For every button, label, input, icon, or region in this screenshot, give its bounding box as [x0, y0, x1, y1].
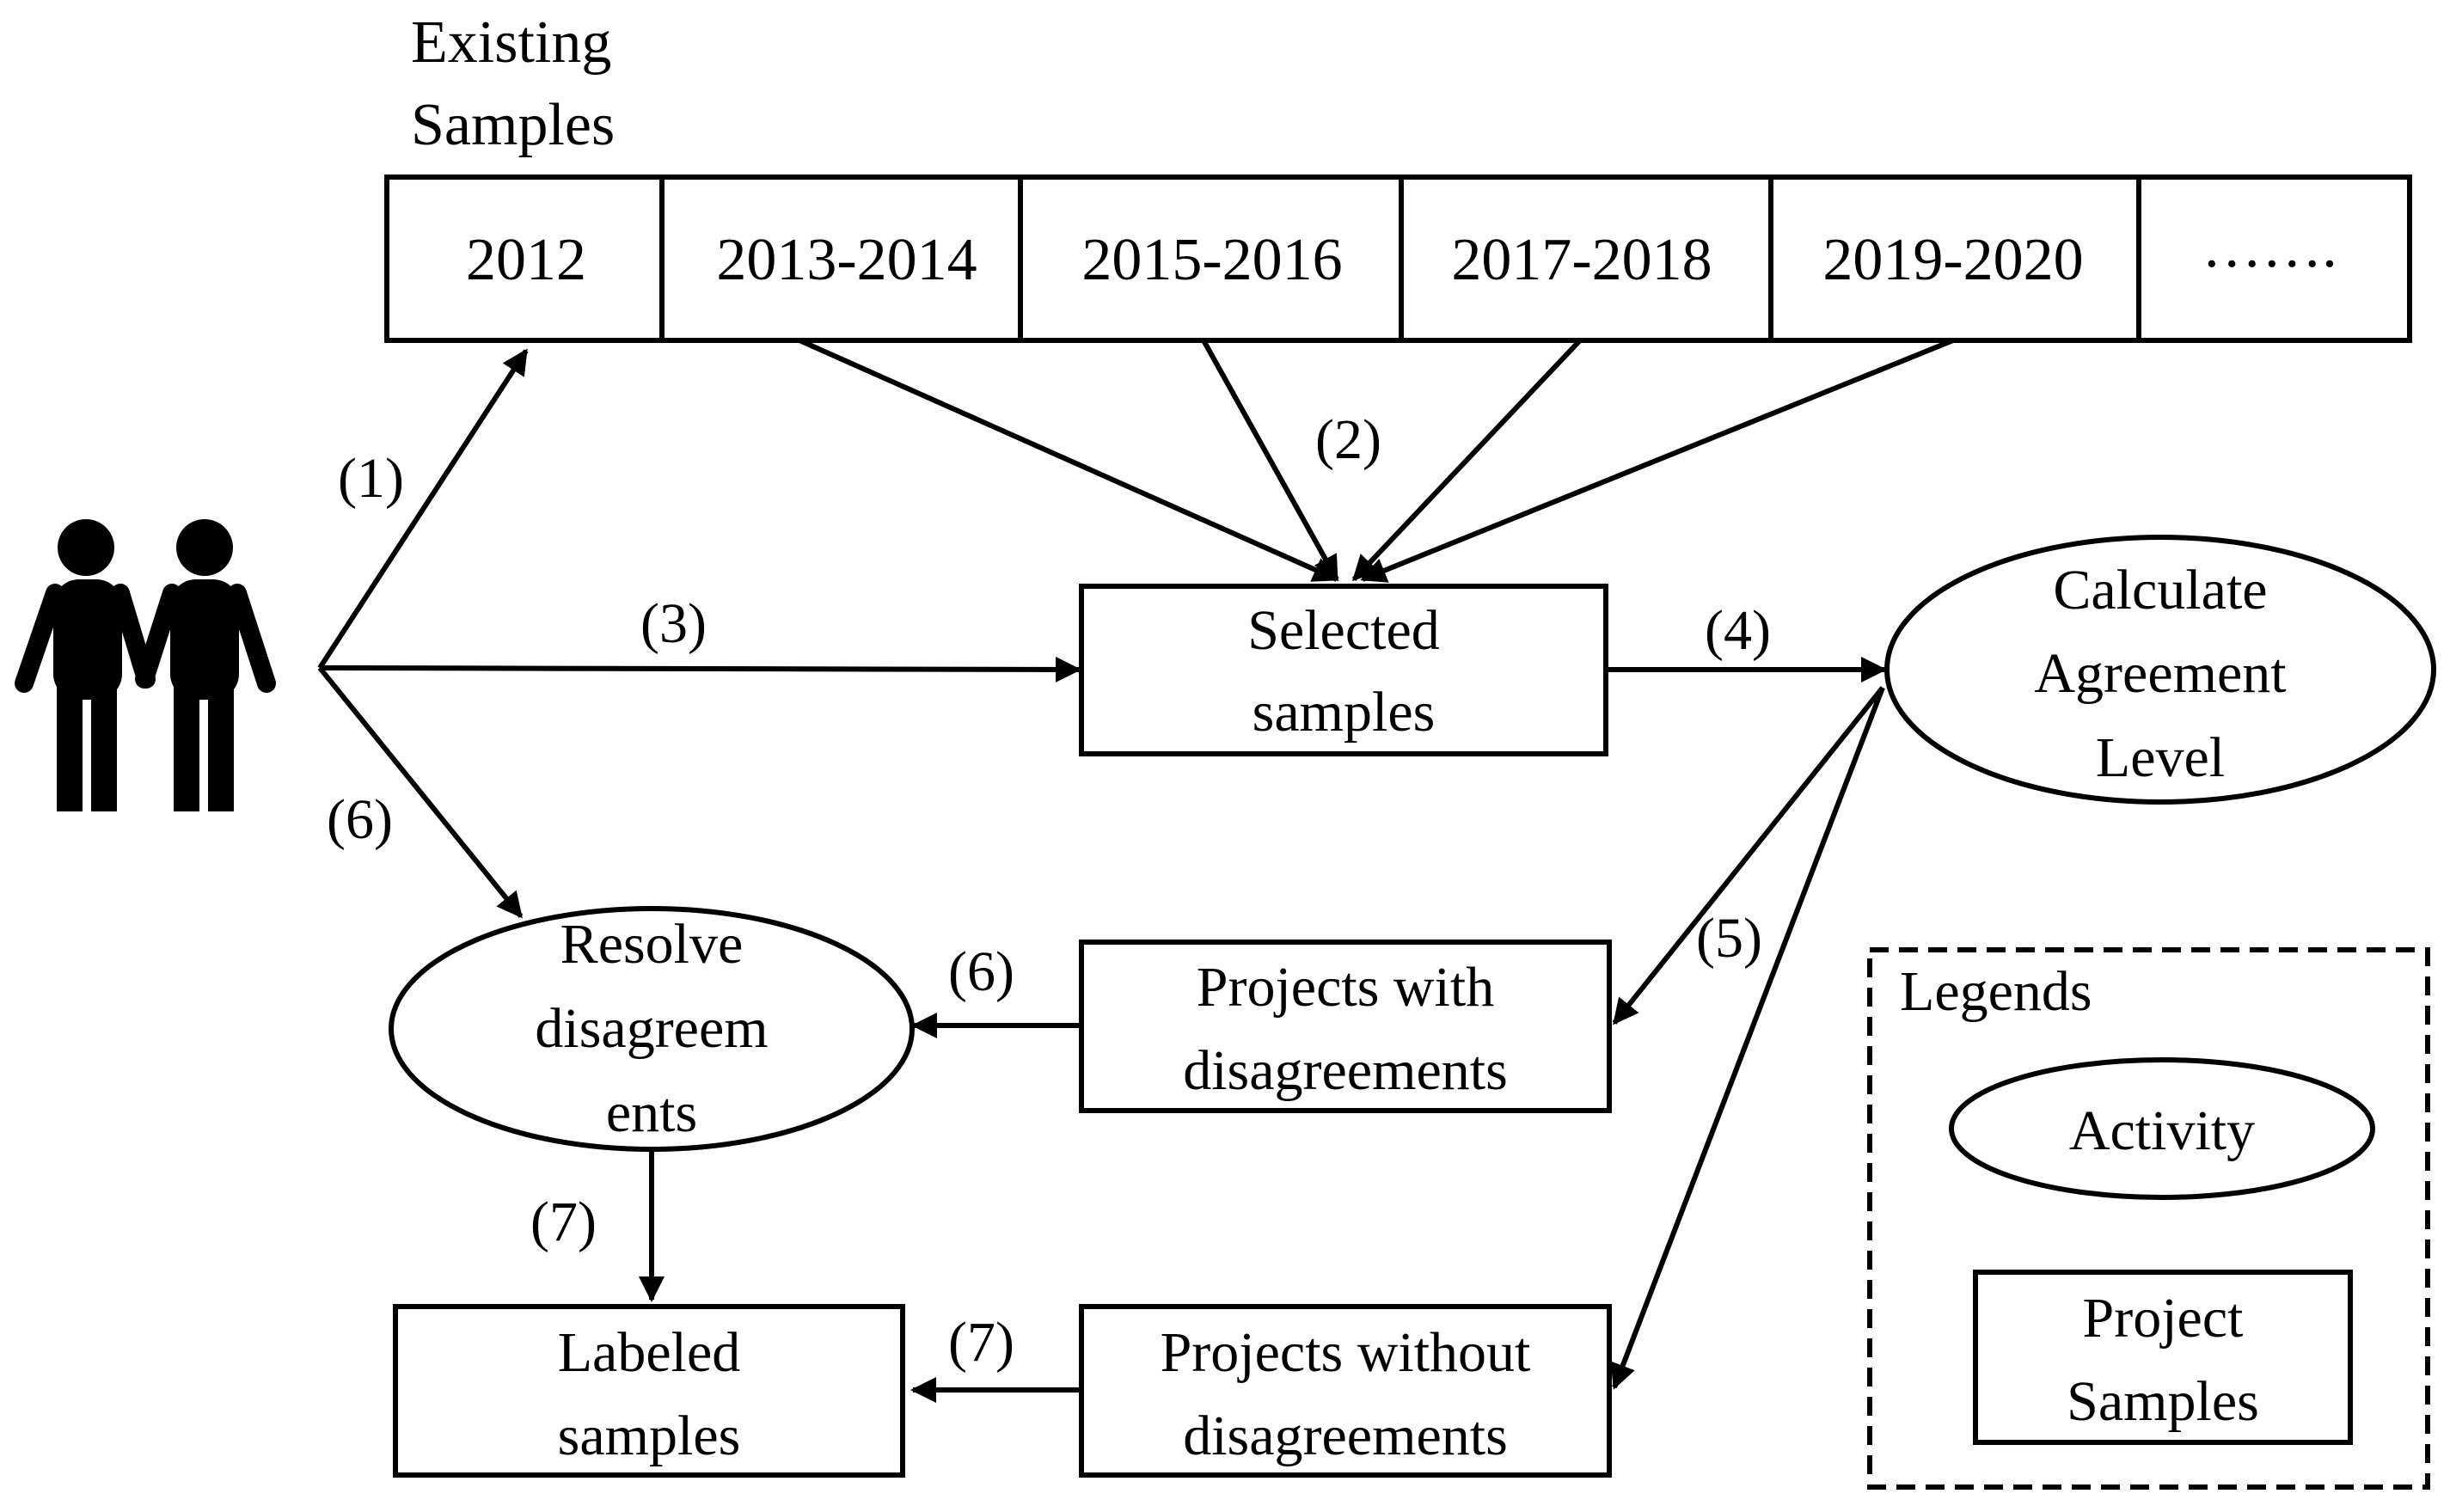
- year-cell-2019-2020: 2019-2020: [1822, 227, 2083, 293]
- arrow-step-6-actor: [317, 666, 524, 919]
- year-cell-2013-2014: 2013-2014: [716, 227, 977, 293]
- arrow-step-5-with: [1612, 686, 1885, 1025]
- years-bar-outline: [384, 174, 2412, 343]
- calculate-line2: Agreement: [2034, 642, 2286, 705]
- legend-samples-line2: Samples: [2067, 1370, 2259, 1433]
- projects-with-line1: Projects with: [1197, 956, 1494, 1019]
- resolve-line2: disagreem: [535, 997, 768, 1060]
- arrow-step-2: [1351, 338, 1583, 582]
- years-timeline: 2012 2013-2014 2015-2016 2017-2018 2019-…: [384, 174, 2412, 343]
- projects-without-line2: disagreements: [1183, 1405, 1508, 1467]
- calculate-line1: Calculate: [2053, 559, 2267, 621]
- projects-without-disagreements-node: Projects without disagreements: [1079, 1304, 1612, 1478]
- existing-samples-title-line2: Samples: [411, 92, 615, 158]
- step-label-6-actor: (6): [327, 788, 393, 851]
- selected-samples-line2: samples: [1253, 681, 1436, 744]
- arrow-step-1: [317, 348, 529, 670]
- step-label-4: (4): [1705, 599, 1771, 662]
- arrow-step-2: [798, 338, 1339, 582]
- year-cell-more: …….: [2202, 214, 2337, 280]
- step-label-7-down: (7): [530, 1191, 597, 1253]
- arrow-step-5-without: [1610, 686, 1885, 1390]
- flow-arrows: [317, 338, 1955, 1403]
- labeled-samples-line1: Labeled: [558, 1321, 741, 1384]
- legend-activity-label: Activity: [2069, 1099, 2255, 1162]
- labeled-samples-line2: samples: [558, 1405, 741, 1467]
- legend-title: Legends: [1900, 960, 2092, 1023]
- resolve-disagreements-node: Resolve disagreem ents: [389, 906, 915, 1152]
- calculate-agreement-node: Calculate Agreement Level: [1884, 535, 2436, 805]
- arrow-step-2: [1201, 339, 1339, 582]
- year-cell-2017-2018: 2017-2018: [1451, 227, 1712, 293]
- legend-samples-line1: Project: [2083, 1287, 2244, 1350]
- step-label-3: (3): [640, 592, 707, 655]
- legend-frame: [1867, 947, 2430, 1490]
- projects-with-disagreements-node: Projects with disagreements: [1079, 940, 1612, 1113]
- selected-samples-line1: Selected: [1247, 599, 1440, 662]
- arrow-step-2: [1360, 338, 1955, 583]
- step-label-5: (5): [1696, 907, 1762, 970]
- step-label-1: (1): [338, 447, 404, 510]
- projects-with-line2: disagreements: [1183, 1039, 1508, 1102]
- resolve-line3: ents: [606, 1081, 697, 1144]
- legend-samples-shape: [1973, 1270, 2353, 1445]
- year-cell-2012: 2012: [466, 227, 586, 293]
- labeled-samples-node: Labeled samples: [393, 1304, 905, 1478]
- resolve-line1: Resolve: [560, 913, 744, 976]
- calculate-line3: Level: [2096, 726, 2225, 789]
- arrow-step-3: [319, 656, 1081, 683]
- step-label-2: (2): [1315, 408, 1381, 471]
- selected-samples-node: Selected samples: [1079, 584, 1608, 756]
- year-cell-2015-2016: 2015-2016: [1081, 227, 1342, 293]
- legend-activity-shape: [1949, 1057, 2375, 1200]
- step-label-6-flow: (6): [948, 940, 1014, 1003]
- two-people-icon: [15, 519, 276, 811]
- step-label-7-flow: (7): [948, 1311, 1014, 1374]
- projects-without-line1: Projects without: [1161, 1321, 1531, 1384]
- existing-samples-title-line1: Existing: [411, 9, 611, 76]
- legend: Legends Activity Project Samples: [1867, 947, 2430, 1490]
